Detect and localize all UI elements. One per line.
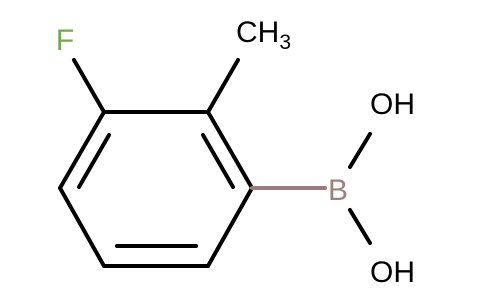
bond-ring-methyl <box>206 58 240 114</box>
ring-bond-c5-c6 <box>206 186 254 268</box>
ring-double-bond-left <box>77 133 111 189</box>
methyl-subscript: 3 <box>279 31 291 54</box>
bond-boron-oh-bottom <box>348 208 372 245</box>
bond-ring-fluorine <box>72 58 106 114</box>
ring-bond-c2-c3 <box>58 110 106 190</box>
fluorine-atom-label: F <box>56 24 74 57</box>
methyl-group-label: CH3 <box>236 16 291 54</box>
benzene-ring <box>58 110 254 268</box>
ring-bond-c3-c4 <box>58 186 106 268</box>
methyl-label-text: CH <box>236 16 279 49</box>
bond-boron-oh-top <box>348 132 372 169</box>
ring-bond-c6-c1 <box>206 110 254 190</box>
ring-double-bond-right <box>201 133 235 189</box>
hydroxyl-top-label: OH <box>370 88 415 121</box>
hydroxyl-bottom-label: OH <box>370 256 415 289</box>
boron-atom-label: B <box>328 174 348 207</box>
